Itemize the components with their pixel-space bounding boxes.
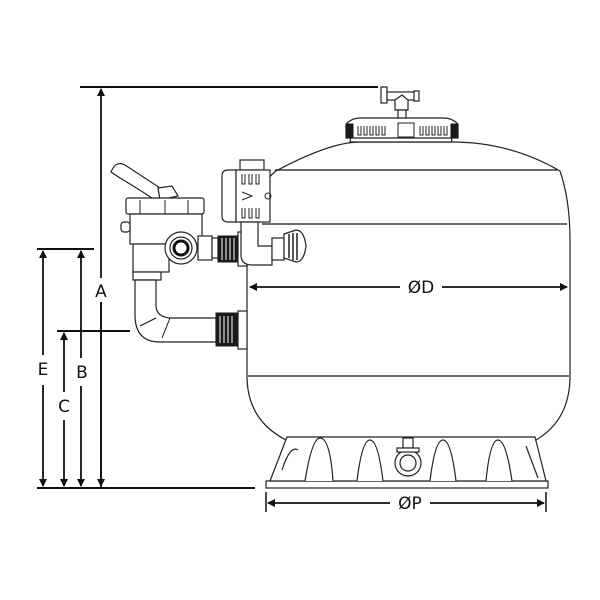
manifold-knob: [221, 169, 237, 223]
valve-lid-bolts: [139, 200, 189, 214]
valve-lower-body: [132, 243, 170, 273]
manifold-elbow: [240, 221, 273, 266]
tank-lid-left-edge: [345, 123, 354, 138]
lower-union-nut: [215, 312, 239, 347]
base-plate: [265, 480, 549, 489]
manifold-top-cap: [239, 159, 265, 171]
dimension-C: C: [58, 332, 70, 487]
filter-tank: [246, 86, 571, 441]
upper-union-nut: [217, 235, 239, 263]
dimension-E: E: [38, 250, 49, 487]
multiport-valve: [110, 162, 248, 281]
base-ribs: [281, 437, 539, 482]
dimension-label-e: E: [38, 360, 49, 380]
tank-lid-right-edge: [450, 123, 459, 138]
filter-base: [265, 436, 549, 489]
manifold-outlet: [271, 237, 285, 261]
dimension-A: A: [95, 88, 107, 488]
valve-side-port: [197, 235, 213, 261]
valve-outlet-collar: [132, 271, 162, 281]
pressure-gauge-port: [120, 221, 131, 233]
dimension-B: B: [76, 250, 88, 487]
dimension-label-a: A: [95, 282, 107, 302]
dimension-label-c: C: [58, 397, 70, 417]
manifold-union: [283, 229, 307, 263]
lower-pipe: [134, 279, 248, 350]
tank-lid-ribs: [357, 122, 448, 138]
dimension-P: ØP: [265, 492, 547, 514]
reference-lines: [37, 86, 378, 489]
dimension-label-p: ØP: [398, 494, 422, 514]
dimension-label-b: B: [76, 363, 88, 383]
drain-valve: [394, 437, 422, 477]
air-bleed-valve: [380, 86, 420, 119]
lower-union-ridges: [219, 316, 233, 343]
upper-manifold: [221, 159, 307, 266]
valve-body: [129, 213, 203, 245]
upper-union-ridges: [221, 238, 235, 260]
dimension-label-d: ØD: [408, 278, 434, 298]
dimension-D: ØD: [249, 278, 568, 298]
